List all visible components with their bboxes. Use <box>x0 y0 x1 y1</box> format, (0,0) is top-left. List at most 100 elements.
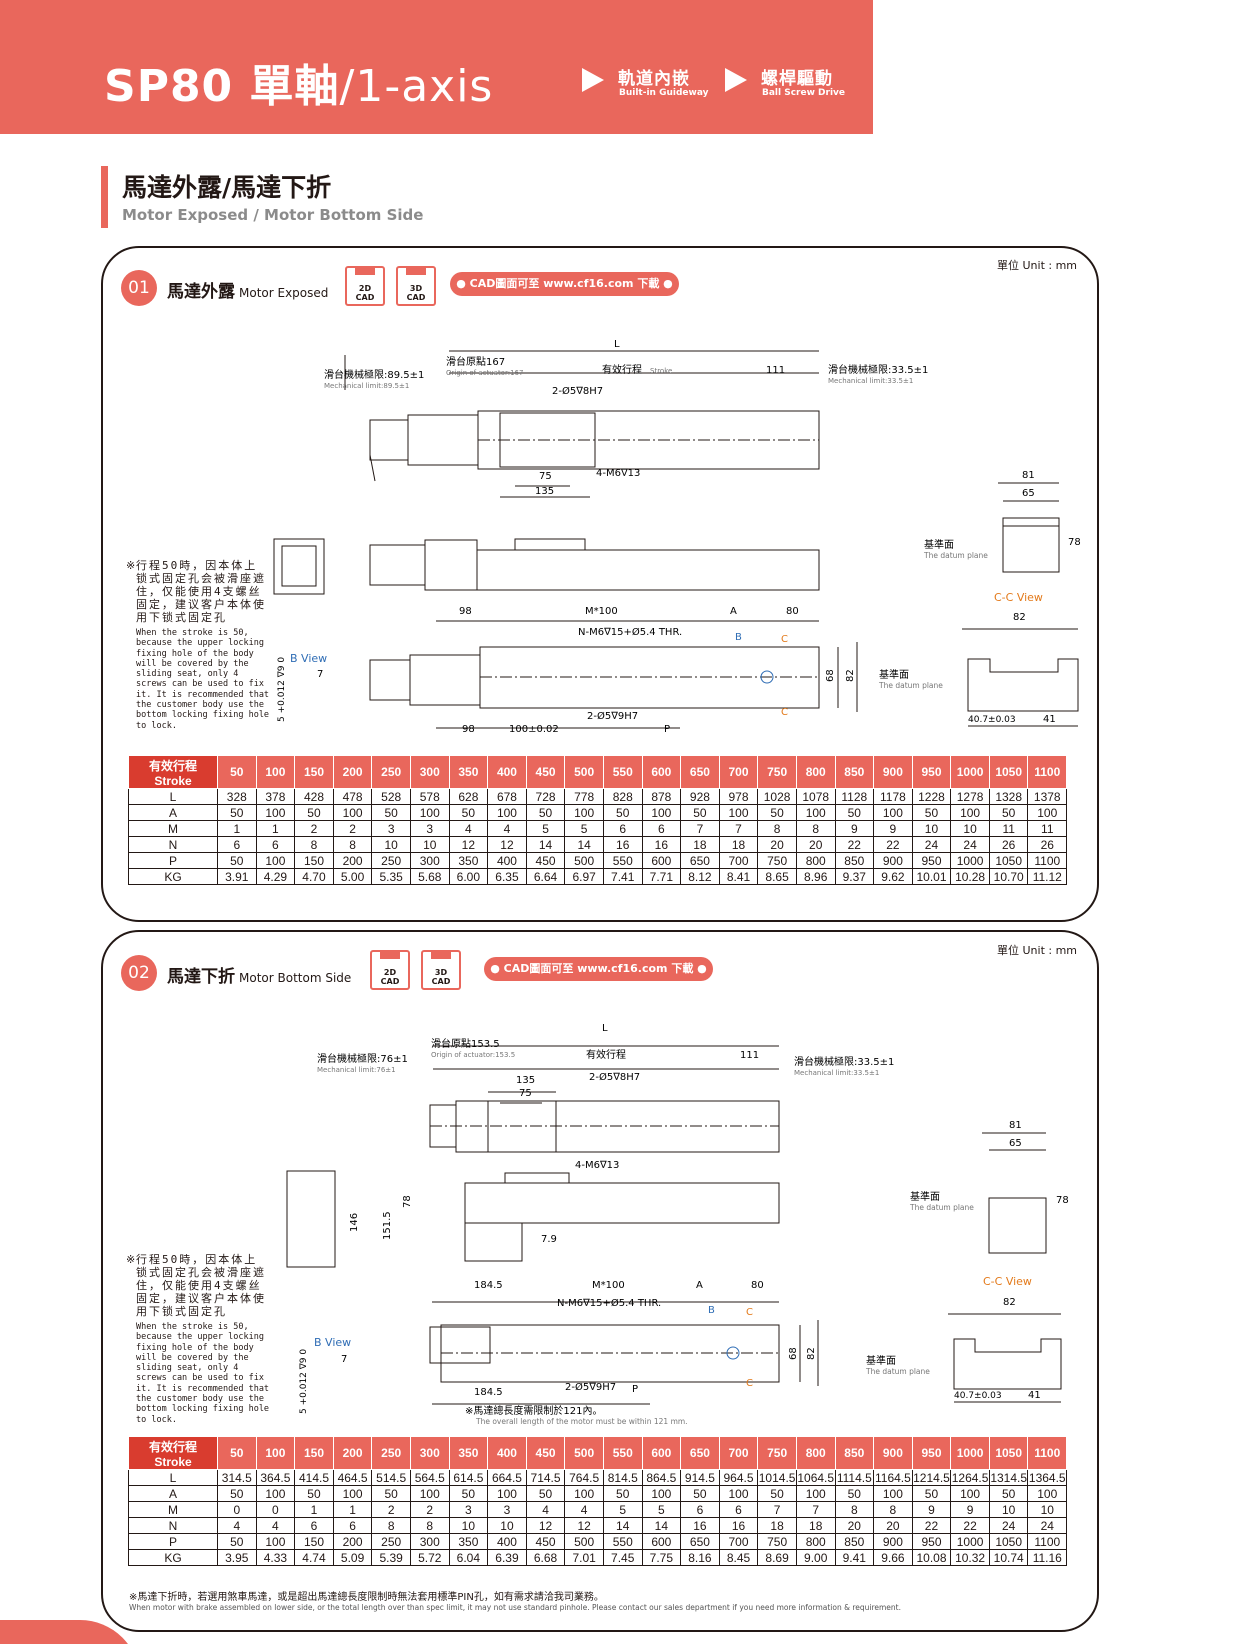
cad-2d-download-button[interactable]: 2D CAD <box>345 266 385 306</box>
stroke-col-header: 900 <box>873 1436 913 1470</box>
table-cell: 14 <box>641 1517 682 1534</box>
table-cell: 100 <box>332 804 373 821</box>
datum-label: 基準面 <box>924 538 954 551</box>
stroke-col-header: 750 <box>757 755 797 789</box>
table-cell: 900 <box>873 1533 913 1550</box>
table-cell: 24 <box>1027 1517 1068 1534</box>
stroke-col-header: 350 <box>448 755 489 789</box>
dim-7-9: 7.9 <box>541 1234 557 1245</box>
note-en: When the stroke is 50, because the upper… <box>136 1322 270 1425</box>
table-cell: 10.08 <box>911 1549 952 1566</box>
table-cell: 10.01 <box>911 868 952 885</box>
motor-bottom <box>429 1326 491 1364</box>
dim-m100: M*100 <box>592 1280 625 1291</box>
table-cell: 100 <box>1027 804 1068 821</box>
dim-nm6: N-M6∇15+Ø5.4 THR. <box>557 1297 661 1309</box>
table-cell: 7 <box>795 1501 836 1518</box>
stroke-col-header: 550 <box>602 1436 643 1470</box>
table-cell: 8 <box>409 1517 450 1534</box>
dim-P: P <box>664 724 670 735</box>
table-cell: 450 <box>525 1533 566 1550</box>
table-cell: 1064.5 <box>795 1469 836 1486</box>
table-cell: 100 <box>718 1485 759 1502</box>
table-cell: 0 <box>217 1501 257 1518</box>
table-cell: 300 <box>409 1533 450 1550</box>
table-cell: 8.45 <box>718 1549 759 1566</box>
c-marker: C <box>746 1378 753 1389</box>
table-cell: 50 <box>525 1485 566 1502</box>
table-cell: 650 <box>680 852 720 869</box>
datum-label-en: The datum plane <box>865 1367 930 1376</box>
play-arrow-icon <box>582 68 604 92</box>
note-marker: ※ <box>126 559 136 572</box>
table-cell: 50 <box>911 804 952 821</box>
table-cell: 1164.5 <box>873 1469 913 1486</box>
table-cell: 950 <box>911 852 952 869</box>
table-cell: 9.62 <box>873 868 913 885</box>
dim-stroke-en: Stroke <box>650 367 672 375</box>
table-cell: 100 <box>564 1485 604 1502</box>
motor-folded <box>464 1222 523 1262</box>
cad-3d-download-button[interactable]: 3D CAD <box>421 950 461 990</box>
table-cell: 5 <box>641 1501 682 1518</box>
note-zh: 行程50時，因本体上锁式固定孔会被滑座遮住，仅能使用4支螺丝固定，建议客户本体使… <box>136 1253 266 1318</box>
row-label: L <box>128 788 218 805</box>
stroke-col-header: 750 <box>757 1436 797 1470</box>
dim-A: A <box>696 1280 703 1291</box>
table-cell: 100 <box>718 804 759 821</box>
table-cell: 8 <box>834 1501 875 1518</box>
table-cell: 100 <box>332 1485 373 1502</box>
section-subtitle: Motor Exposed / Motor Bottom Side <box>122 206 424 224</box>
table-cell: 4.74 <box>294 1549 334 1566</box>
dim-40-7: 40.7±0.03 <box>968 715 1016 725</box>
table-cell: 1278 <box>950 788 990 805</box>
table-cell: 8 <box>371 1517 411 1534</box>
dim-mech-left: 滑台機械極限:76±1 <box>317 1052 408 1065</box>
stroke-col-header: 700 <box>718 755 759 789</box>
stroke-50-note: ※ 行程50時，因本体上锁式固定孔会被滑座遮住，仅能使用4支螺丝固定，建议客户本… <box>126 1253 270 1425</box>
dim-78: 78 <box>1056 1195 1069 1206</box>
table-cell: 8.65 <box>757 868 797 885</box>
table-cell: 550 <box>602 852 643 869</box>
stroke-col-header: 600 <box>641 1436 682 1470</box>
table-cell: 500 <box>564 1533 604 1550</box>
table-cell: 628 <box>448 788 489 805</box>
cad-button-label: CAD <box>380 977 400 986</box>
stroke-col-header: 100 <box>255 755 296 789</box>
stroke-col-header: 150 <box>294 1436 334 1470</box>
datum-label: 基準面 <box>866 1354 896 1367</box>
datum-label-en: The datum plane <box>878 681 943 690</box>
dim-68: 68 <box>788 1347 799 1360</box>
model-name-zh: 單軸 <box>249 61 340 112</box>
table-cell: 8.41 <box>718 868 759 885</box>
table-cell: 9 <box>950 1501 990 1518</box>
table-cell: 450 <box>525 852 566 869</box>
table-cell: 100 <box>950 804 990 821</box>
table-cell: 5 <box>602 1501 643 1518</box>
stroke-col-header: 1050 <box>988 755 1029 789</box>
cad-download-link[interactable]: ● CAD圖面可至 www.cf16.com 下載 ● <box>484 957 713 981</box>
table-cell: 650 <box>680 1533 720 1550</box>
cad-download-link[interactable]: ● CAD圖面可至 www.cf16.com 下載 ● <box>450 272 679 296</box>
table-cell: 10 <box>911 820 952 837</box>
stroke-col-header: 250 <box>371 755 411 789</box>
dim-hole-top: 2-Ø5∇8H7 <box>552 385 603 397</box>
dim-nm6: N-M6∇15+Ø5.4 THR. <box>578 626 682 638</box>
table-cell: 900 <box>873 852 913 869</box>
table-cell: 7.01 <box>564 1549 604 1566</box>
panel-title-en: Motor Exposed <box>239 286 329 300</box>
cad-3d-download-button[interactable]: 3D CAD <box>396 266 436 306</box>
table-cell: 8.69 <box>757 1549 797 1566</box>
page-title: SP80 單軸/1-axis <box>104 50 493 114</box>
table-cell: 250 <box>371 1533 411 1550</box>
table-cell: 1378 <box>1027 788 1068 805</box>
table-cell: 3.91 <box>217 868 257 885</box>
stroke-col-header: 400 <box>487 1436 527 1470</box>
dim-98b: 98 <box>462 724 475 735</box>
cad-2d-download-button[interactable]: 2D CAD <box>370 950 410 990</box>
dim-82v: 82 <box>845 669 856 682</box>
table-cell: 6.35 <box>487 868 527 885</box>
